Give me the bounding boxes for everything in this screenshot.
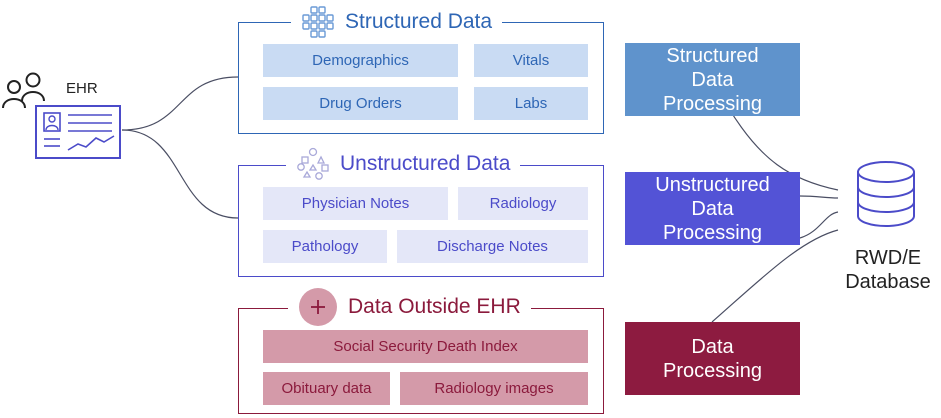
connector-unstructured-db-2 bbox=[799, 211, 839, 239]
structured-data-title-text: Structured Data bbox=[345, 10, 493, 33]
cell-pathology: Pathology bbox=[263, 230, 387, 263]
unstructured-processing-line-3: Processing bbox=[663, 221, 762, 244]
cell-demographics: Demographics bbox=[263, 44, 458, 77]
database-icon bbox=[857, 161, 915, 227]
structured-processing-line-2: Data bbox=[691, 68, 734, 91]
users-icon bbox=[2, 72, 45, 109]
grid-icon bbox=[302, 6, 334, 38]
outside-processing-line-1: Data bbox=[691, 335, 734, 358]
structured-data-title: Structured Data bbox=[291, 6, 503, 38]
structured-processing-box: Structured Data Processing bbox=[625, 43, 800, 116]
unstructured-data-title: Unstructured Data bbox=[286, 147, 521, 181]
structured-processing-line-1: Structured bbox=[666, 44, 759, 67]
unstructured-processing-line-2: Data bbox=[691, 197, 734, 220]
shapes-icon bbox=[297, 147, 329, 180]
ehr-label: EHR bbox=[66, 80, 98, 97]
cell-vitals: Vitals bbox=[474, 44, 588, 77]
ehr-record-icon bbox=[35, 105, 121, 159]
connector-outside-db bbox=[711, 229, 839, 323]
connector-unstructured-db-1 bbox=[799, 195, 839, 199]
connector-ehr-structured bbox=[121, 76, 239, 131]
outside-ehr-title-text: Data Outside EHR bbox=[348, 295, 521, 318]
plus-icon bbox=[299, 288, 337, 326]
outside-ehr-title: Data Outside EHR bbox=[288, 287, 531, 327]
outside-processing-line-2: Processing bbox=[663, 359, 762, 382]
cell-obituary-data: Obituary data bbox=[263, 372, 390, 405]
cell-drug-orders: Drug Orders bbox=[263, 87, 458, 120]
cell-physician-notes: Physician Notes bbox=[263, 187, 448, 220]
connector-structured-db bbox=[727, 106, 839, 191]
cell-ssdi: Social Security Death Index bbox=[263, 330, 588, 363]
connector-ehr-unstructured bbox=[121, 129, 239, 219]
cell-radiology-images: Radiology images bbox=[400, 372, 588, 405]
cell-radiology: Radiology bbox=[458, 187, 588, 220]
database-label-line-1: RWD/E bbox=[854, 247, 922, 269]
unstructured-processing-box: Unstructured Data Processing bbox=[625, 172, 800, 245]
outside-processing-box: Data Processing bbox=[625, 322, 800, 395]
structured-processing-line-3: Processing bbox=[663, 92, 762, 115]
database-label-line-2: Database bbox=[845, 271, 931, 293]
cell-discharge-notes: Discharge Notes bbox=[397, 230, 588, 263]
unstructured-data-title-text: Unstructured Data bbox=[340, 152, 511, 175]
unstructured-processing-line-1: Unstructured bbox=[655, 173, 770, 196]
database-label: RWD/E Database bbox=[836, 246, 940, 294]
cell-labs: Labs bbox=[474, 87, 588, 120]
